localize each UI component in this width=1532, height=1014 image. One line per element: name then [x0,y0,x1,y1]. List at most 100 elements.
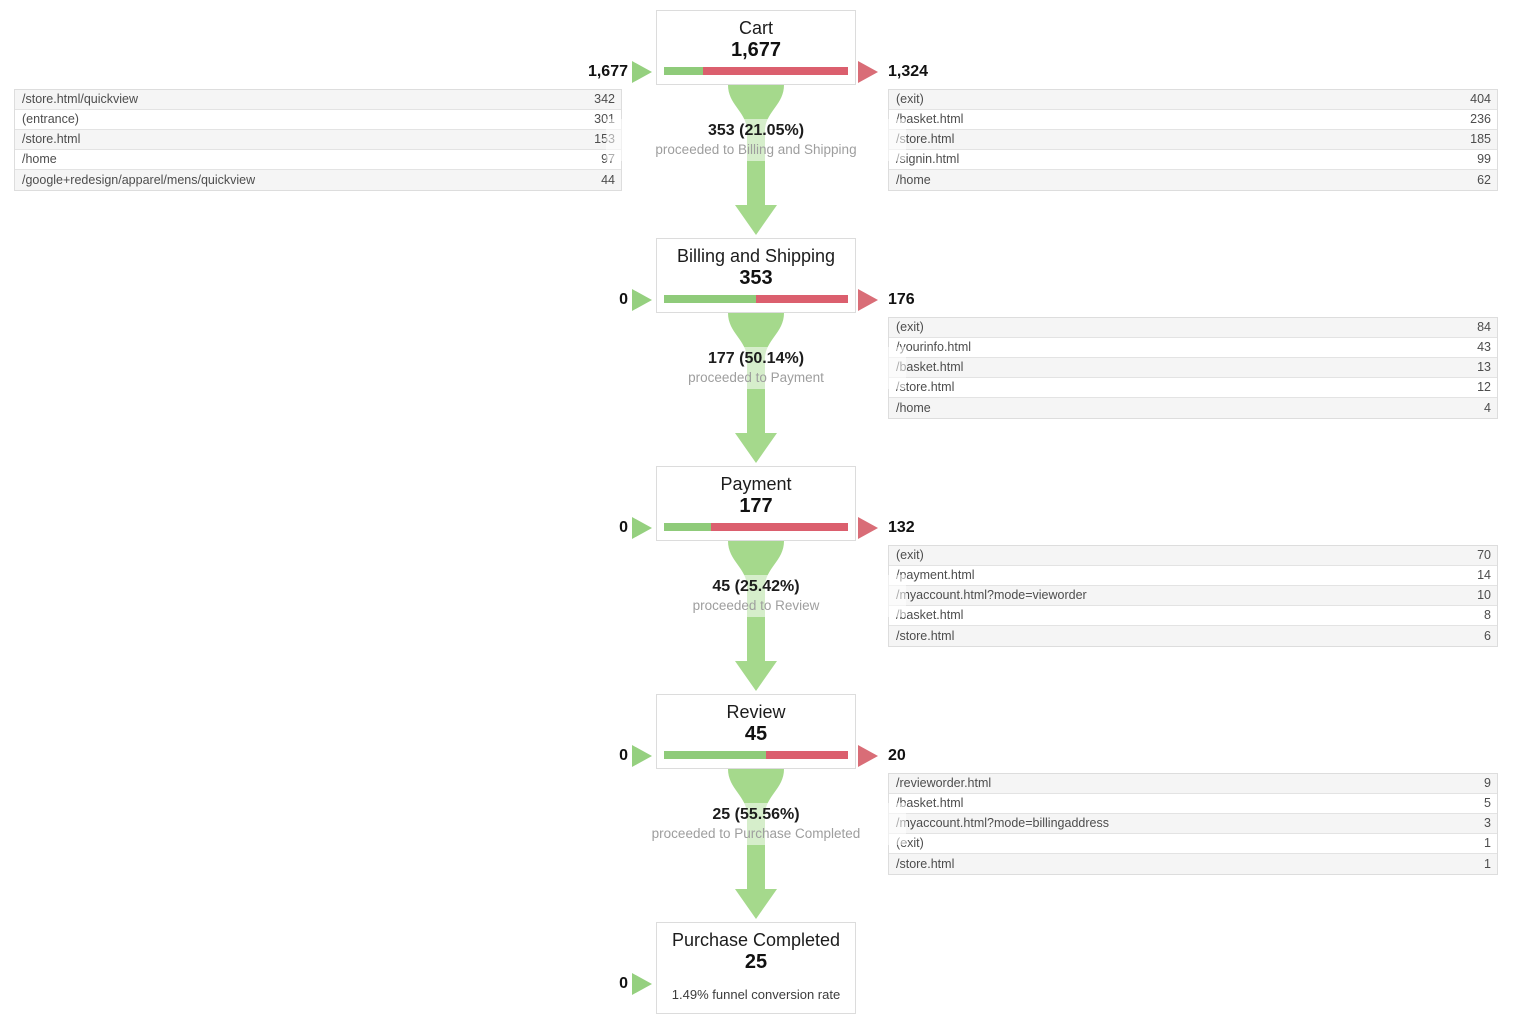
page-label: /revieworder.html [896,776,992,790]
entered-count: 0 [619,747,628,764]
page-count: 43 [1477,340,1491,354]
page-count: 9 [1484,776,1491,790]
proceeded-count: 25 (55.56%) [712,806,800,823]
page-label: /home [896,400,931,415]
stage-title: Billing and Shipping [676,246,836,266]
flow-out-arrow-icon [858,745,878,767]
flow-in-arrow-icon [632,517,652,539]
bar-red-segment [756,295,848,303]
page-label: /home [896,172,931,187]
bar-green-segment [664,523,711,531]
stage-value: 25 [744,951,768,973]
page-label: /myaccount.html?mode=vieworder [896,588,1087,602]
page-count: 6 [1484,628,1491,643]
transition-info: 45 (25.42%) proceeded to Review [606,575,906,617]
page-label: (exit) [896,92,924,106]
page-label: (exit) [896,320,924,334]
bar-green-segment [664,751,767,759]
page-count: 10 [1477,588,1491,602]
page-label: /basket.html [896,112,964,126]
flow-out-arrow-icon [858,517,878,539]
table-row: /revieworder.html 9 [889,774,1497,794]
page-label: /payment.html [896,568,975,582]
bar-red-segment [702,67,848,75]
page-count: 1 [1484,856,1491,871]
stage-progress-bar [664,67,848,75]
page-label: /basket.html [896,608,964,622]
page-count: 5 [1484,796,1491,810]
proceeded-count: 177 (50.14%) [707,350,805,367]
page-label: /basket.html [896,360,964,374]
page-count: 342 [594,92,615,106]
exited-count: 132 [888,519,915,536]
page-count: 70 [1477,548,1491,562]
page-count: 185 [1470,132,1491,146]
stage-value: 177 [739,495,773,517]
stage-box-payment: Payment 177 [656,466,856,541]
table-row: (exit) 404 [889,90,1497,110]
table-row: /store.html/quickview 342 [15,90,621,110]
flow-in-arrow-icon [632,745,652,767]
table-row: (exit)70 [889,546,1497,566]
entrance-pages-table: /store.html/quickview 342 (entrance)301 /… [14,89,622,191]
stage-title: Review [726,702,786,722]
stage-progress-bar [664,295,848,303]
stage-box-purchase-completed: Purchase Completed 25 1.49% funnel conve… [656,922,856,1014]
page-label: /yourinfo.html [896,340,972,354]
page-label: (entrance) [22,112,79,126]
stage-progress-bar [664,523,848,531]
stage-box-cart: Cart 1,677 [656,10,856,85]
table-row: /store.html 6 [889,626,1497,646]
page-label: /myaccount.html?mode=billingaddress [896,816,1109,830]
table-row: /google+redesign/apparel/mens/quickview 4… [15,170,621,190]
entered-count: 0 [619,975,628,992]
page-count: 404 [1470,92,1491,106]
bar-red-segment [710,523,848,531]
page-count: 62 [1477,172,1491,187]
page-label: /google+redesign/apparel/mens/quickview [22,172,256,187]
page-label: /home [22,152,57,166]
entered-count: 1,677 [587,63,628,80]
transition-info: 25 (55.56%) proceeded to Purchase Comple… [606,803,906,845]
table-row: (exit)1 [889,834,1497,854]
proceeded-count: 353 (21.05%) [707,122,805,139]
entered-count: 0 [619,519,628,536]
page-label: /store.html [22,132,81,146]
table-row: /myaccount.html?mode=vieworder 10 [889,586,1497,606]
flow-out-arrow-icon [858,61,878,83]
stage-box-review: Review 45 [656,694,856,769]
table-row: /yourinfo.html 43 [889,338,1497,358]
stage-value: 353 [739,267,773,289]
page-label: /store.html/quickview [22,92,139,106]
page-count: 44 [601,172,615,187]
bar-red-segment [766,751,848,759]
table-row: /home97 [15,150,621,170]
proceeded-label: proceeded to Payment [688,370,824,385]
proceeded-count: 45 (25.42%) [712,578,800,595]
page-count: 1 [1484,836,1491,850]
table-row: (exit)84 [889,318,1497,338]
exited-count: 20 [888,747,906,764]
entered-count: 0 [619,291,628,308]
page-label: /store.html [896,628,955,643]
table-row: (entrance)301 [15,110,621,130]
table-row: /home 62 [889,170,1497,190]
page-count: 14 [1477,568,1491,582]
flow-in-arrow-icon [632,973,652,995]
stage-title: Payment [720,474,792,494]
bar-green-segment [664,295,757,303]
page-count: 99 [1477,152,1491,166]
exit-pages-table: (exit)70 /payment.html 14 /myaccount.html… [888,545,1498,647]
page-count: 13 [1477,360,1491,374]
bar-green-segment [664,67,703,75]
transition-info: 177 (50.14%) proceeded to Payment [606,347,906,389]
